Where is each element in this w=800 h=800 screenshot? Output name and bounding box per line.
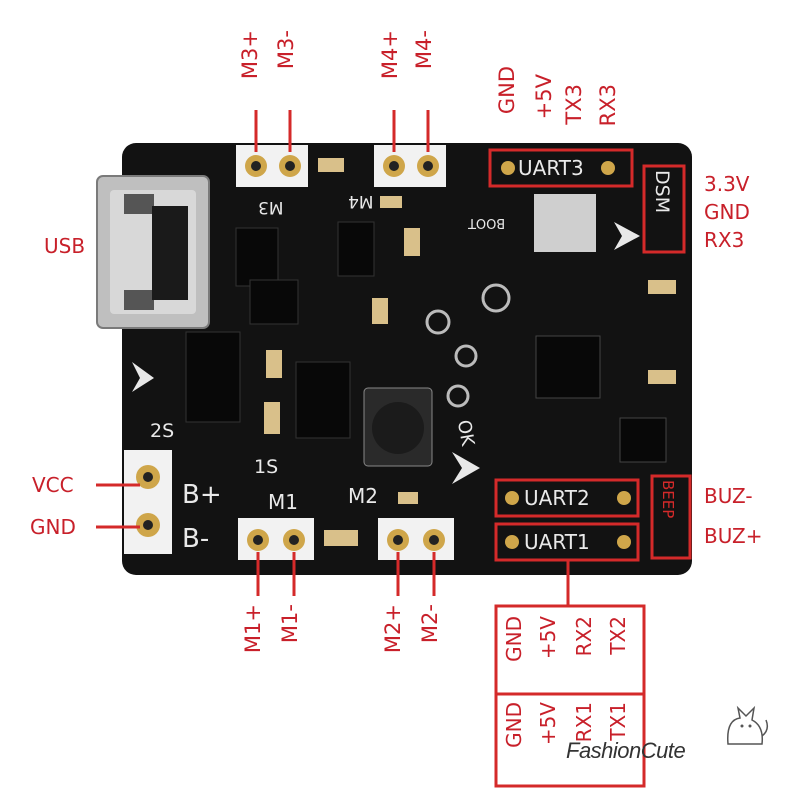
smd-components xyxy=(132,158,676,546)
watermark: FashionCute xyxy=(566,738,686,763)
uart-pads xyxy=(501,161,631,549)
buz-plus-label: BUZ+ xyxy=(704,524,763,548)
uart2-gnd-label: GND xyxy=(502,616,526,662)
silk-m1: M1 xyxy=(268,490,298,514)
usb-connector xyxy=(96,175,210,329)
silk-1s: 1S xyxy=(254,456,279,478)
vcc-label: VCC xyxy=(32,473,74,497)
uart1-5v-label: +5V xyxy=(536,702,560,746)
m4-pads xyxy=(374,145,446,187)
m3-pads xyxy=(236,145,308,187)
uart3-box xyxy=(488,148,634,188)
silk-b-plus: B+ xyxy=(182,480,222,510)
m4-plus-label: M4+ xyxy=(378,30,402,80)
m3-minus-label: M3- xyxy=(274,30,298,70)
m1-minus-label: M1- xyxy=(278,604,302,644)
uart1-rx-label: RX1 xyxy=(572,702,596,743)
uart-table-frame xyxy=(494,604,646,788)
m1-pads xyxy=(238,518,314,560)
silk-2s: 2S xyxy=(150,420,175,442)
gnd-label: GND xyxy=(30,515,76,539)
uart3-rx-label: RX3 xyxy=(596,84,620,127)
cat-logo-icon xyxy=(727,705,769,745)
leader-lines xyxy=(96,110,570,606)
silk-boot: BOOT xyxy=(468,215,506,230)
uart2-tx-label: TX2 xyxy=(606,616,630,655)
dsm-gnd-label: GND xyxy=(704,200,750,224)
silk-uart3: UART3 xyxy=(518,156,584,180)
uart3-5v-label: +5V xyxy=(532,74,556,120)
silk-beep: BEEP xyxy=(659,480,677,519)
usb-label: USB xyxy=(44,234,86,258)
uart3-tx-label: TX3 xyxy=(562,84,586,125)
silk-m2: M2 xyxy=(348,484,378,508)
m1-plus-label: M1+ xyxy=(241,604,265,654)
buz-minus-label: BUZ- xyxy=(704,484,753,508)
uart2-box xyxy=(494,478,640,518)
uart3-gnd-label: GND xyxy=(495,66,519,115)
silk-b-minus: B- xyxy=(182,524,210,554)
silk-uart2: UART2 xyxy=(524,486,590,510)
beep-box xyxy=(650,474,692,560)
silk-ok: OK xyxy=(452,418,479,448)
m2-plus-label: M2+ xyxy=(381,604,405,654)
uart1-tx-label: TX1 xyxy=(606,702,630,741)
uart1-gnd-label: GND xyxy=(502,702,526,748)
dsm-box xyxy=(642,164,686,254)
silk-m3: M3 xyxy=(258,197,284,217)
uart2-rx-label: RX2 xyxy=(572,616,596,657)
silk-m4: M4 xyxy=(348,191,374,211)
uart2-5v-label: +5V xyxy=(536,616,560,660)
silk-uart1: UART1 xyxy=(524,530,590,554)
m4-minus-label: M4- xyxy=(412,30,436,70)
dsm-rx-label: RX3 xyxy=(704,228,745,252)
m2-minus-label: M2- xyxy=(418,604,442,644)
silk-dsm: DSM xyxy=(651,170,673,214)
battery-pads xyxy=(124,450,172,554)
m2-pads xyxy=(378,518,454,560)
m3-plus-label: M3+ xyxy=(238,30,262,80)
dsm-3v3-label: 3.3V xyxy=(704,172,750,196)
